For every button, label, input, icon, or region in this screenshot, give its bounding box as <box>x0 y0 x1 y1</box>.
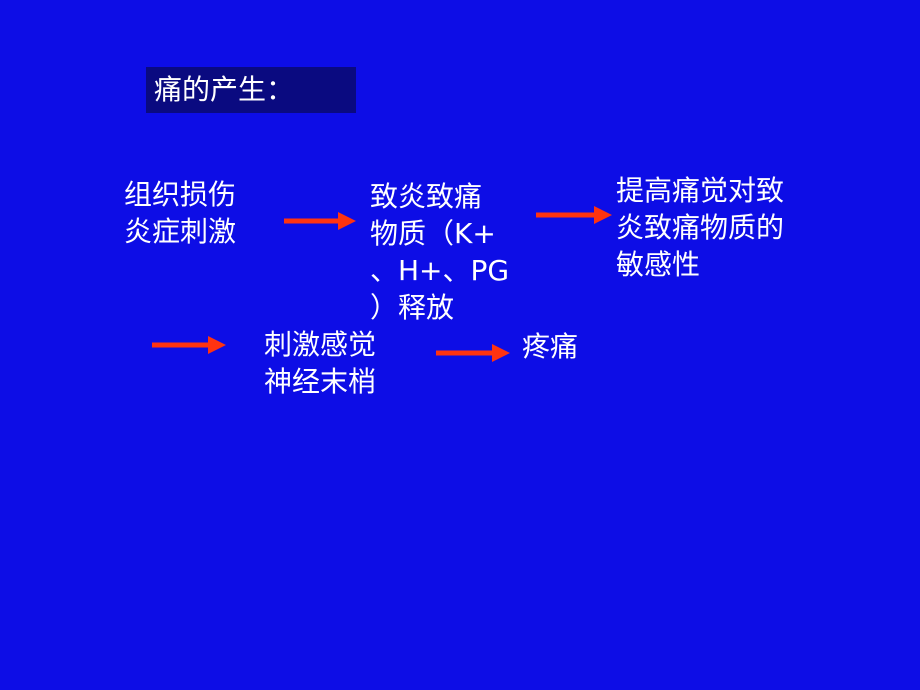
arrow-right-icon <box>536 206 612 224</box>
slide-title: 痛的产生： <box>154 73 295 106</box>
node-line: 组织损伤 <box>124 178 237 211</box>
title-box: 痛的产生： <box>146 67 356 113</box>
node-nerve-stimulation: 刺激感觉 神经末梢 <box>264 326 376 400</box>
node-mediator-release: 致炎致痛 物质（K+ 、H+、PG ）释放 <box>370 178 509 326</box>
node-tissue-damage: 组织损伤 炎症刺激 <box>124 176 236 250</box>
node-line: 敏感性 <box>616 248 701 281</box>
node-line: 刺激感觉 <box>264 328 377 361</box>
node-line: 炎症刺激 <box>124 215 237 248</box>
node-line: ）释放 <box>370 291 455 324</box>
node-pain: 疼痛 <box>522 328 578 365</box>
node-line: 致炎致痛 <box>370 180 483 213</box>
node-line: 炎致痛物质的 <box>616 211 785 244</box>
arrow-right-icon <box>152 336 226 354</box>
node-line: 、H+、PG <box>370 254 510 287</box>
node-line: 提高痛觉对致 <box>616 174 785 207</box>
node-line: 神经末梢 <box>264 365 377 398</box>
node-sensitivity: 提高痛觉对致 炎致痛物质的 敏感性 <box>616 172 784 283</box>
node-line: 疼痛 <box>522 330 579 363</box>
arrow-right-icon <box>436 344 510 362</box>
node-line: 物质（K+ <box>370 217 496 250</box>
arrow-right-icon <box>284 212 356 230</box>
